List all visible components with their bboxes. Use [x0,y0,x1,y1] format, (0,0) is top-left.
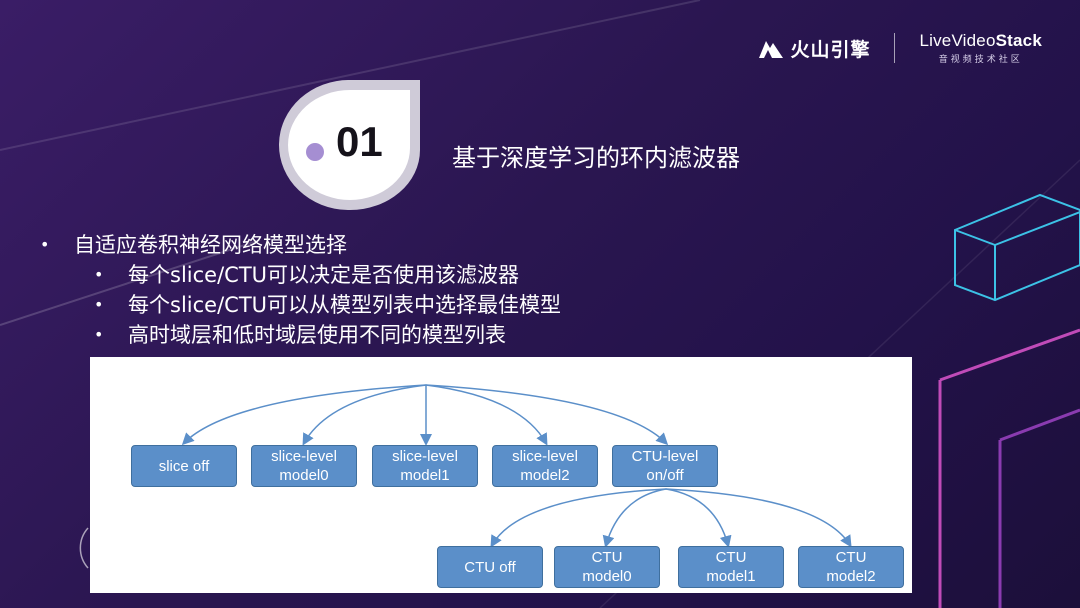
section-number: 01 [336,118,383,165]
node-label: slice off [158,457,210,475]
node-label: model0 [582,568,632,585]
node-ctu-model0: CTU model0 [554,546,660,588]
node-label: model2 [826,568,876,585]
bullet-dot: • [94,325,104,344]
header-logos: 火山引擎 LiveVideoStack 音视频技术社区 [758,30,1042,66]
node-slice-level-model0: slice-level model0 [251,445,357,487]
node-ctu-level-on-off: CTU-level on/off [612,445,718,487]
bullet-sub-text: 每个slice/CTU可以从模型列表中选择最佳模型 [128,293,562,317]
bullet-dot: • [94,295,104,314]
node-label: CTU [715,549,747,566]
node-label: model1 [706,568,756,585]
node-label: model2 [520,467,570,484]
model-selection-diagram: slice off slice-level model0 slice-level… [90,357,912,593]
section-badge [279,80,420,210]
node-label: CTU-level [631,448,699,465]
node-label: CTU [835,549,867,566]
bullet-list: • 自适应卷积神经网络模型选择 • 每个slice/CTU可以决定是否使用该滤波… [40,230,561,350]
bullet-sub-item: • 每个slice/CTU可以从模型列表中选择最佳模型 [40,290,561,320]
bullet-dot: • [40,235,50,254]
bullet-main: • 自适应卷积神经网络模型选择 [40,230,561,260]
node-ctu-model1: CTU model1 [678,546,784,588]
bullet-sub-item: • 每个slice/CTU可以决定是否使用该滤波器 [40,260,561,290]
edge-slice-model0 [302,384,427,446]
volcano-icon [759,41,784,58]
node-label: slice-level [512,448,578,465]
node-label: CTU [591,549,623,566]
edge-slice-model2 [425,384,548,446]
section-title: 基于深度学习的环内滤波器 [452,144,740,172]
node-ctu-model2: CTU model2 [798,546,904,588]
node-ctu-off: CTU off [437,546,543,588]
node-label: CTU off [464,558,516,576]
livevideostack-text-a: LiveVideo [919,31,996,50]
bullet-sub-text: 高时域层和低时域层使用不同的模型列表 [128,323,506,347]
node-slice-off: slice off [131,445,237,487]
livevideostack-logo: LiveVideoStack 音视频技术社区 [919,31,1042,65]
edge-slice-off [181,384,427,446]
node-slice-level-model1: slice-level model1 [372,445,478,487]
bullet-sub-text: 每个slice/CTU可以决定是否使用该滤波器 [128,263,520,287]
volcengine-logo: 火山引擎 [758,35,870,62]
badge-dot [306,143,324,161]
volcengine-text: 火山引擎 [790,38,871,61]
edge-ctu-model0 [602,488,667,548]
node-label: model1 [400,467,450,484]
node-label: slice-level [392,448,458,465]
bullet-main-text: 自适应卷积神经网络模型选择 [74,233,347,257]
node-label: slice-level [271,448,337,465]
livevideostack-text-b: Stack [995,31,1042,50]
bullet-dot: • [94,265,104,284]
node-slice-level-model2: slice-level model2 [492,445,598,487]
edge-ctu-off [490,488,667,548]
logo-divider [894,33,896,63]
node-label: model0 [279,467,329,484]
livevideostack-subtitle: 音视频技术社区 [938,55,1023,65]
node-label: on/off [646,467,684,484]
edge-ctu-model2 [665,488,852,548]
diagram-edges [181,384,852,548]
bullet-sub-item: • 高时域层和低时域层使用不同的模型列表 [40,320,561,350]
edge-ctu-model1 [665,488,732,548]
edge-ctu-level [425,384,669,446]
